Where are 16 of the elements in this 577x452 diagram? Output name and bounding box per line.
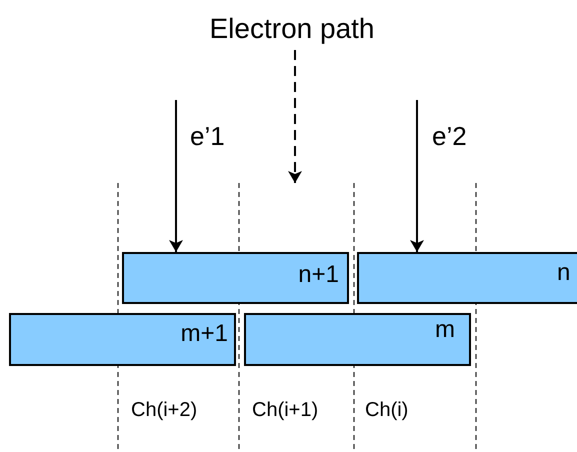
channel-label: Ch(i) [365,399,408,421]
edge-label: e’1 [190,122,225,151]
bar-label: m [435,317,455,343]
channel-label: Ch(i+1) [252,399,318,421]
arrow [169,100,183,252]
bar-label: m+1 [180,321,228,347]
title-label: Electron path [210,14,374,45]
arrow [410,100,424,252]
channel-bar [357,252,577,304]
channel-label: Ch(i+2) [131,399,198,421]
channel-bar [9,313,236,366]
channel-bar [244,313,471,366]
bar-label: n [557,260,570,286]
channel-bar [122,252,349,304]
edge-label: e’2 [432,122,467,151]
bar-label: n+1 [298,262,339,288]
